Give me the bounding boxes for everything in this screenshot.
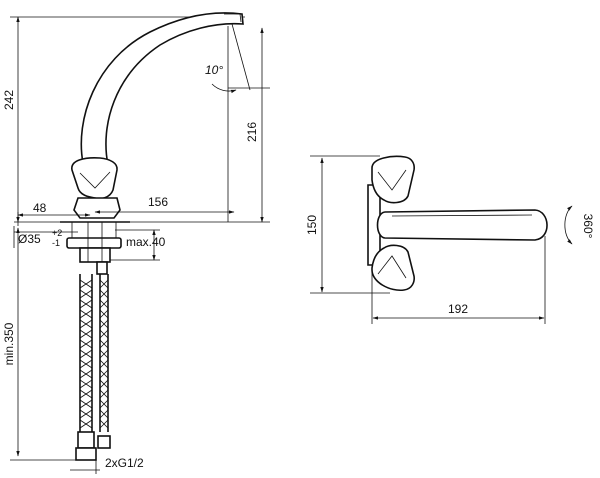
- top-spout: [376, 209, 548, 241]
- side-view: 242 216 10° 48 156 Ø35 +2 -1 max.40 min.…: [2, 12, 270, 474]
- angle-arc: [211, 83, 237, 94]
- top-handle-lower: [371, 244, 415, 292]
- dim-top-length: 192: [448, 302, 468, 316]
- dim-rotation: 360°: [581, 214, 595, 239]
- dim-hole-tol-upper: +2: [52, 228, 62, 238]
- braided-hose: [79, 274, 109, 432]
- hose-end-left: [75, 447, 97, 461]
- hose-fitting: [96, 261, 108, 275]
- handle-facet: [79, 171, 111, 189]
- dim-total-height: 242: [2, 90, 16, 110]
- hose-nut-right: [97, 435, 111, 449]
- dim-top-depth: 150: [305, 215, 319, 235]
- dim-spout-angle: 10°: [205, 63, 223, 77]
- dim-spout-height: 216: [245, 122, 259, 142]
- spout-aerator: [224, 13, 242, 23]
- mounting-shank: [71, 221, 117, 239]
- spout-angle-line: [231, 23, 251, 91]
- dim-spout-reach: 156: [148, 195, 168, 209]
- top-view: 150 192 360°: [305, 155, 595, 324]
- rotation-arrow: [564, 205, 573, 245]
- dim-handle-offset: 48: [33, 201, 47, 215]
- dim-hole-diameter: Ø35: [18, 232, 41, 246]
- mounting-plate: [66, 237, 122, 249]
- top-handle-upper-facet: [377, 169, 407, 191]
- fixing-nut: [79, 247, 111, 263]
- dim-connection: 2xG1/2: [105, 456, 144, 470]
- dim-deck-thickness: max.40: [126, 235, 166, 249]
- top-handle-lower-facet: [377, 255, 407, 279]
- top-spout-highlight: [391, 214, 533, 217]
- hose-nut-left: [77, 431, 95, 449]
- top-handle-upper: [371, 155, 415, 204]
- handle: [71, 157, 118, 200]
- spout: [80, 12, 244, 166]
- dim-hole-tol-lower: -1: [52, 238, 60, 248]
- dim-hose-length: min.350: [2, 322, 16, 365]
